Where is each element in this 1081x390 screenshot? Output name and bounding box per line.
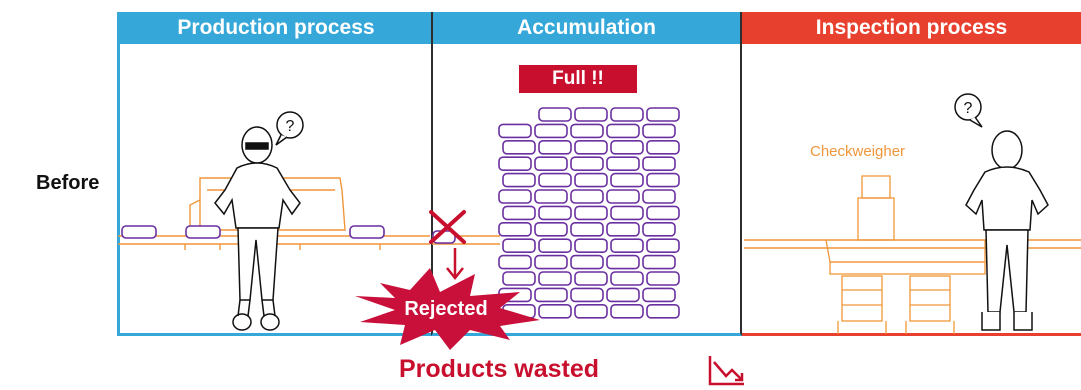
question-bubble-icon: ?: [275, 111, 304, 146]
stacked-product: [538, 303, 572, 319]
row-label-before: Before: [36, 172, 100, 194]
stacked-product: [574, 107, 608, 122]
stacked-product: [534, 222, 568, 237]
stacked-product: [502, 271, 536, 286]
products-wasted: Products wasted: [399, 352, 599, 386]
stacked-product: [502, 140, 536, 155]
rejected-burst: [355, 268, 540, 350]
accumulation-panel: Accumulation: [431, 12, 742, 336]
stacked-product: [570, 189, 604, 204]
worker-figure-icon: [214, 126, 301, 331]
stacked-product: [606, 123, 640, 139]
stacked-product: [570, 222, 604, 237]
inspector-figure-icon: [965, 130, 1049, 331]
stacked-product: [570, 123, 604, 139]
stacked-product: [534, 123, 568, 139]
stacked-product: [570, 287, 604, 303]
production-process-header: Production process: [120, 12, 432, 44]
stacked-product: [610, 238, 644, 253]
stacked-product: [538, 107, 572, 122]
stacked-product: [502, 205, 536, 221]
full-badge: Full !!: [519, 65, 637, 93]
stacked-product: [498, 123, 532, 139]
stacked-product: [642, 123, 676, 139]
stacked-product: [642, 222, 676, 237]
stacked-product: [538, 238, 572, 253]
stacked-product: [574, 303, 608, 319]
accumulation-header: Accumulation: [433, 12, 740, 44]
stacked-product: [574, 238, 608, 253]
stacked-product: [606, 222, 640, 237]
question-mark-text: ?: [286, 118, 295, 135]
checkweigher-label: Checkweigher: [810, 143, 906, 160]
stacked-product: [498, 156, 532, 171]
rejected-label: Rejected: [404, 298, 488, 320]
stacked-product: [498, 254, 532, 270]
stacked-product: [610, 107, 644, 122]
stacked-product: [646, 303, 680, 319]
down-arrow-icon: [446, 248, 464, 281]
stacked-product: [538, 271, 572, 286]
stacked-product: [610, 140, 644, 155]
stacked-product: [642, 287, 676, 303]
stacked-product: [646, 172, 680, 188]
stacked-product: [610, 172, 644, 188]
stacked-product: [534, 156, 568, 171]
stacked-product: [606, 156, 640, 171]
stacked-product: [498, 222, 532, 237]
stacked-product: [606, 254, 640, 270]
stacked-product: [534, 189, 568, 204]
stacked-product: [642, 189, 676, 204]
stacked-product: [610, 205, 644, 221]
stacked-product: [646, 205, 680, 221]
production-products: [121, 225, 385, 239]
stacked-product: [534, 254, 568, 270]
stacked-product: [642, 254, 676, 270]
question-bubble-icon: ?: [954, 93, 983, 128]
inspection-conveyor: [744, 239, 1081, 249]
accumulation-stack: [498, 107, 680, 319]
stacked-product: [498, 189, 532, 204]
stacked-product: [534, 287, 568, 303]
stacked-product: [574, 205, 608, 221]
stacked-product: [502, 172, 536, 188]
stacked-product: [538, 172, 572, 188]
production-process-panel: Production process: [117, 12, 432, 336]
stacked-product: [502, 238, 536, 253]
stacked-product: [610, 271, 644, 286]
stacked-product: [574, 172, 608, 188]
inspection-process-header: Inspection process: [742, 12, 1081, 44]
downtrend-chart-icon: [708, 356, 744, 386]
reject-x-icon: [429, 210, 466, 244]
stacked-product: [646, 107, 680, 122]
stacked-product: [646, 271, 680, 286]
stacked-product: [574, 140, 608, 155]
stacked-product: [646, 238, 680, 253]
stacked-product: [574, 271, 608, 286]
stacked-product: [606, 189, 640, 204]
inspection-process-panel: Inspection process: [742, 12, 1081, 336]
stacked-product: [538, 205, 572, 221]
checkweigher-machine: [825, 175, 986, 334]
stacked-product: [570, 156, 604, 171]
stacked-product: [570, 254, 604, 270]
stacked-product: [646, 140, 680, 155]
stacked-product: [610, 303, 644, 319]
question-mark-text: ?: [964, 100, 973, 117]
products-wasted-label: Products wasted: [399, 354, 600, 383]
stacked-product: [642, 156, 676, 171]
stacked-product: [538, 140, 572, 155]
stacked-product: [606, 287, 640, 303]
